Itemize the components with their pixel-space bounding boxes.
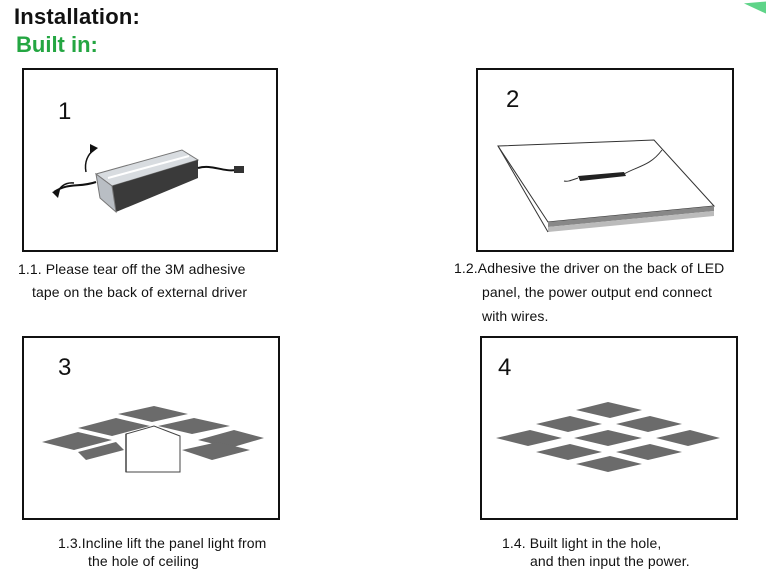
page-subtitle: Built in: <box>16 32 98 57</box>
step-1-number: 1 <box>58 98 72 125</box>
driver-illustration <box>52 144 244 214</box>
step-4-panel: 4 <box>480 336 738 520</box>
step-1-caption: 1.1. Please tear off the 3M adhesive tap… <box>18 258 247 304</box>
ceiling-grid-tilted-illustration <box>42 406 264 473</box>
led-panel-illustration <box>497 139 716 233</box>
step-4-caption: 1.4. Built light in the hole, and then i… <box>502 534 690 570</box>
caption-line: 1.3.Incline lift the panel light from <box>58 535 267 551</box>
step-3-caption: 1.3.Incline lift the panel light from th… <box>58 534 266 570</box>
caption-line: and then input the power. <box>530 553 690 569</box>
step-2-panel: 2 <box>476 68 734 252</box>
corner-decoration <box>743 0 766 16</box>
caption-line: the hole of ceiling <box>88 553 199 569</box>
step-3-panel: 3 <box>22 336 280 520</box>
step-4-number: 4 <box>498 354 512 381</box>
step-2-number: 2 <box>506 86 520 113</box>
caption-line: 1.1. Please tear off the 3M adhesive <box>18 261 246 277</box>
ceiling-grid-installed-illustration <box>496 402 720 472</box>
page-title: Installation: <box>14 4 141 29</box>
caption-line: tape on the back of external driver <box>32 284 248 300</box>
caption-line: panel, the power output end connect <box>482 284 713 300</box>
step-2-caption: 1.2.Adhesive the driver on the back of L… <box>454 256 724 328</box>
step-3-number: 3 <box>58 354 72 381</box>
caption-line: 1.4. Built light in the hole, <box>502 535 662 551</box>
caption-line: 1.2.Adhesive the driver on the back of L… <box>454 260 725 276</box>
step-1-panel: 1 <box>22 68 278 252</box>
caption-line: with wires. <box>482 308 549 324</box>
